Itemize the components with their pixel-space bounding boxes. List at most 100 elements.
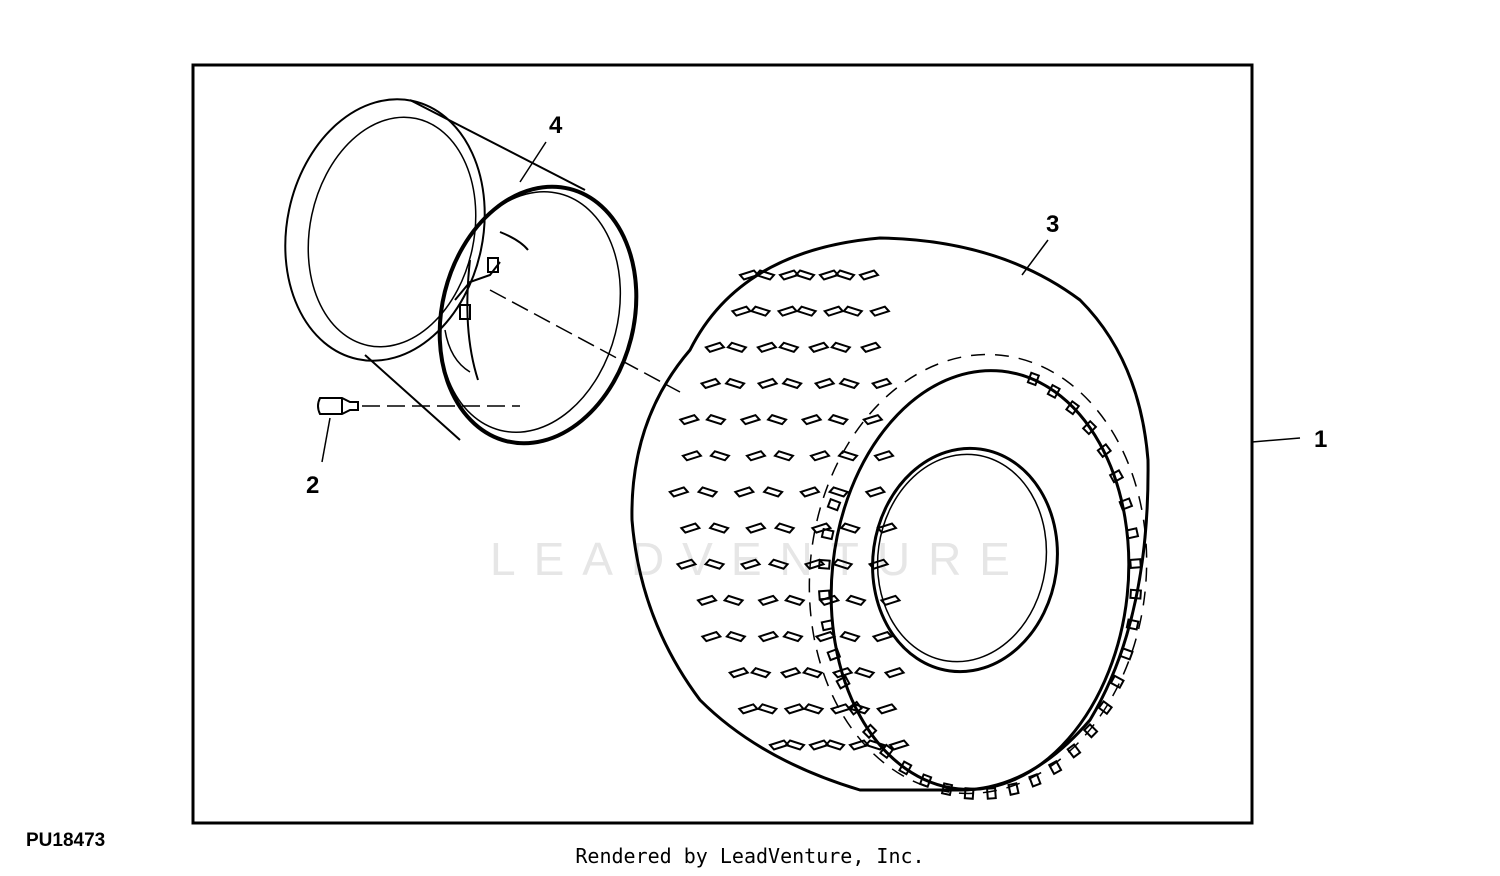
tread-lug bbox=[831, 667, 854, 679]
render-credit: Rendered by LeadVenture, Inc. bbox=[575, 844, 925, 868]
callout-4[interactable]: 4 bbox=[549, 112, 563, 139]
tread-lug bbox=[859, 341, 882, 353]
tread-lug bbox=[808, 341, 830, 353]
tread-lug bbox=[873, 450, 895, 462]
tread-lug bbox=[745, 450, 767, 462]
shoulder-lug bbox=[1081, 419, 1098, 436]
tread-lug bbox=[773, 450, 795, 462]
tread-lug bbox=[814, 630, 837, 643]
shoulder-lug bbox=[1082, 723, 1099, 739]
tread-lug bbox=[834, 269, 856, 281]
tread-lug bbox=[831, 558, 854, 570]
tread-lug bbox=[730, 305, 753, 317]
tread-lug bbox=[678, 413, 701, 426]
tread-lug bbox=[830, 341, 852, 353]
tread-lug bbox=[737, 703, 760, 715]
tread-lug bbox=[784, 739, 806, 751]
tread-lug bbox=[813, 377, 836, 390]
tread-lug bbox=[766, 413, 788, 426]
tread-lug bbox=[696, 594, 718, 607]
tread-lug bbox=[853, 667, 876, 679]
tread-lug bbox=[704, 341, 726, 353]
watermark: LEADVENTURE bbox=[490, 533, 1028, 585]
tread-lug bbox=[739, 558, 762, 570]
callout-1[interactable]: 1 bbox=[1314, 426, 1327, 453]
shoulder-lug bbox=[826, 647, 842, 662]
tread-lug bbox=[803, 558, 826, 570]
tread-lug bbox=[822, 305, 845, 317]
tread-lug bbox=[869, 305, 891, 317]
shoulder-lug bbox=[1047, 759, 1063, 776]
tread-lug bbox=[726, 341, 748, 353]
shoulder-lug bbox=[826, 497, 842, 512]
tread-lug bbox=[749, 305, 772, 317]
tread-lug bbox=[864, 486, 887, 498]
tread-lug bbox=[858, 269, 880, 281]
tread-lug bbox=[801, 667, 824, 679]
assembly-lines bbox=[362, 289, 681, 407]
figure-id: PU18473 bbox=[26, 830, 106, 851]
callout-3[interactable]: 3 bbox=[1046, 211, 1059, 238]
shoulder-lug bbox=[1046, 383, 1061, 400]
shoulder-lug bbox=[1109, 674, 1125, 690]
tread-lug bbox=[876, 703, 898, 715]
shoulder-lug bbox=[1125, 527, 1140, 540]
shoulder-lug bbox=[847, 700, 863, 716]
tread-lug bbox=[779, 667, 802, 679]
tread-lug bbox=[781, 377, 803, 390]
tread-lug bbox=[756, 703, 779, 715]
tread-lug bbox=[783, 594, 806, 607]
shoulder-lug bbox=[820, 619, 835, 632]
tread-lug bbox=[810, 522, 833, 534]
shoulder-lug bbox=[1129, 588, 1142, 600]
shoulder-lug bbox=[1007, 782, 1020, 796]
callout-2[interactable]: 2 bbox=[306, 472, 319, 499]
shoulder-lug bbox=[861, 723, 878, 740]
tread-lug bbox=[696, 486, 719, 498]
assembly-frame bbox=[191, 63, 1254, 825]
tread-lug bbox=[829, 703, 852, 715]
tread-lug bbox=[783, 703, 806, 715]
tread-lug bbox=[838, 377, 860, 390]
tread-lug bbox=[867, 558, 890, 570]
shoulder-lug bbox=[940, 782, 954, 797]
valve-stem-drawing bbox=[317, 397, 359, 415]
tread-lug bbox=[862, 413, 884, 426]
tread-lug bbox=[800, 413, 823, 426]
tread-lug bbox=[679, 522, 702, 534]
shoulder-lug bbox=[1125, 618, 1140, 631]
shoulder-lug bbox=[1119, 647, 1134, 661]
tread-lug bbox=[879, 594, 902, 607]
shoulder-lug bbox=[818, 558, 831, 570]
tread-lug bbox=[725, 630, 747, 643]
tread-lug bbox=[845, 594, 867, 607]
shoulder-lug bbox=[1064, 399, 1081, 416]
tread-lug bbox=[708, 522, 730, 534]
tread-lug bbox=[839, 630, 861, 643]
tread-lug bbox=[876, 522, 898, 534]
tread-lug bbox=[809, 450, 831, 462]
tread-lug bbox=[724, 377, 746, 390]
tread-lug bbox=[827, 413, 849, 426]
shoulder-lug bbox=[878, 743, 895, 760]
tread-lug bbox=[757, 594, 779, 607]
shoulder-lug bbox=[963, 787, 975, 800]
tread-lug bbox=[802, 703, 825, 715]
tread-lug bbox=[794, 269, 816, 281]
tread-lug bbox=[727, 667, 750, 679]
tread-lug bbox=[864, 739, 886, 751]
shoulder-lug bbox=[1096, 443, 1113, 459]
tread-lug bbox=[778, 341, 800, 353]
shoulder-lug bbox=[1066, 743, 1082, 759]
shoulder-lug bbox=[1108, 468, 1125, 484]
leader-lines bbox=[321, 141, 1301, 463]
tread-lug bbox=[782, 630, 804, 643]
tread-lug bbox=[699, 377, 722, 390]
tread-lug bbox=[773, 522, 796, 534]
tread-lug bbox=[883, 667, 906, 679]
tread-lug bbox=[757, 630, 780, 643]
tread-lug bbox=[888, 739, 910, 751]
shoulder-lug bbox=[985, 787, 997, 800]
tread-lug bbox=[870, 377, 893, 390]
